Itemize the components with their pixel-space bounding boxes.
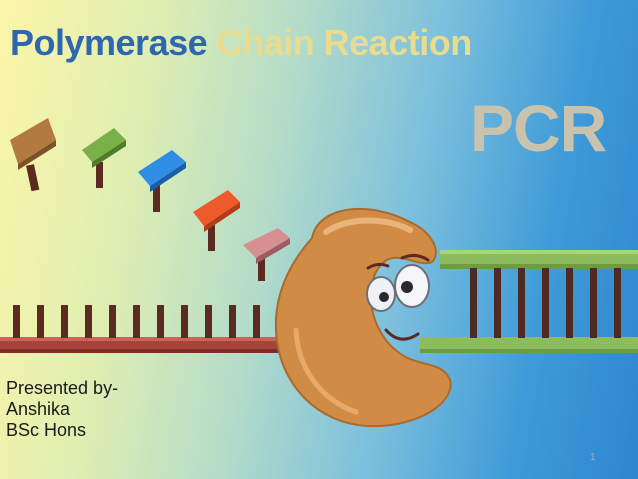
dna-new-strand [440, 250, 638, 338]
presenter-label: Presented by- [6, 378, 119, 398]
presenter-name: Anshika [6, 399, 71, 419]
brown-nucleotide-icon [10, 118, 56, 192]
blue-nucleotide-icon [138, 150, 186, 212]
title-chain-reaction: Chain Reaction [216, 22, 473, 63]
presenter-info: Presented by- Anshika BSc Hons [6, 378, 118, 441]
pink-nucleotide-icon [243, 228, 290, 281]
polymerase-enzyme-icon [274, 207, 452, 428]
slide-number: 1 [590, 452, 596, 463]
slide-subtitle-pcr: PCR [470, 91, 607, 165]
orange-nucleotide-icon [193, 190, 240, 251]
presenter-course: BSc Hons [6, 420, 87, 440]
enzyme-eyes [366, 253, 430, 312]
slide-title: Polymerase Chain Reaction [10, 22, 472, 64]
dna-bases-left [13, 305, 308, 338]
green-nucleotide-icon [82, 128, 126, 188]
title-polymerase: Polymerase [10, 22, 208, 63]
